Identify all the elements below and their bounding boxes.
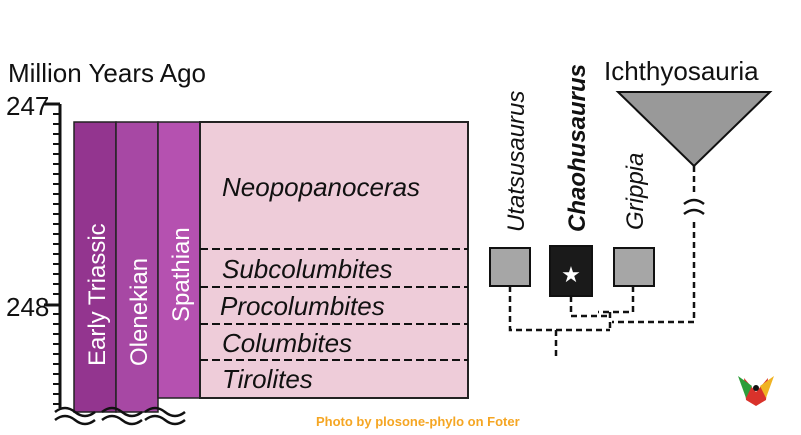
stratigraphic-columns: Early Triassic Olenekian Spathian [54, 121, 201, 426]
zone-label-neopopanoceras: Neopopanoceras [222, 172, 420, 202]
break-mark [101, 406, 143, 418]
tree-branches [508, 166, 696, 360]
ammonoid-zones: Neopopanoceras Subcolumbites Procolumbit… [199, 121, 469, 399]
column-olenekian [115, 121, 159, 413]
taxon-box-grippia [613, 247, 655, 287]
taxon-box-utatsusaurus [489, 247, 531, 287]
zones-box [199, 121, 469, 399]
foter-logo-icon [738, 376, 774, 406]
minor-ticks [53, 113, 60, 405]
break-mark [54, 414, 96, 426]
phylogeny-tree: Utatsusaurus Chaohusaurus Grippia Ichthy… [489, 56, 773, 360]
zone-label-columbites: Columbites [222, 328, 352, 358]
column-early-triassic [73, 121, 117, 413]
zone-label-procolumbites: Procolumbites [220, 291, 385, 321]
break-mark [54, 406, 96, 418]
time-axis: 247 248 [6, 91, 62, 408]
taxon-label-chaohusaurus: Chaohusaurus [564, 64, 591, 232]
taxon-label-grippia: Grippia [622, 153, 649, 230]
tick-label-247: 247 [6, 91, 49, 121]
star-icon: ★ [561, 262, 581, 287]
taxon-label-utatsusaurus: Utatsusaurus [503, 91, 530, 232]
clade-triangle-ichthyosauria [615, 91, 773, 168]
clade-label-ichthyosauria: Ichthyosauria [604, 56, 759, 86]
break-mark [101, 414, 143, 426]
column-label-spathian: Spathian [168, 227, 195, 322]
break-mark [683, 208, 705, 216]
photo-credit: Photo by plosone-phylo on Foter [316, 414, 520, 429]
column-label-early-triassic: Early Triassic [84, 223, 111, 366]
break-mark [683, 198, 705, 206]
column-label-olenekian: Olenekian [126, 258, 153, 366]
axis-title: Million Years Ago [8, 58, 206, 88]
break-mark [144, 414, 186, 426]
column-spathian [157, 121, 201, 399]
zone-label-subcolumbites: Subcolumbites [222, 254, 393, 284]
zone-label-tirolites: Tirolites [222, 364, 313, 394]
break-mark [144, 406, 186, 418]
tick-label-248: 248 [6, 292, 49, 322]
